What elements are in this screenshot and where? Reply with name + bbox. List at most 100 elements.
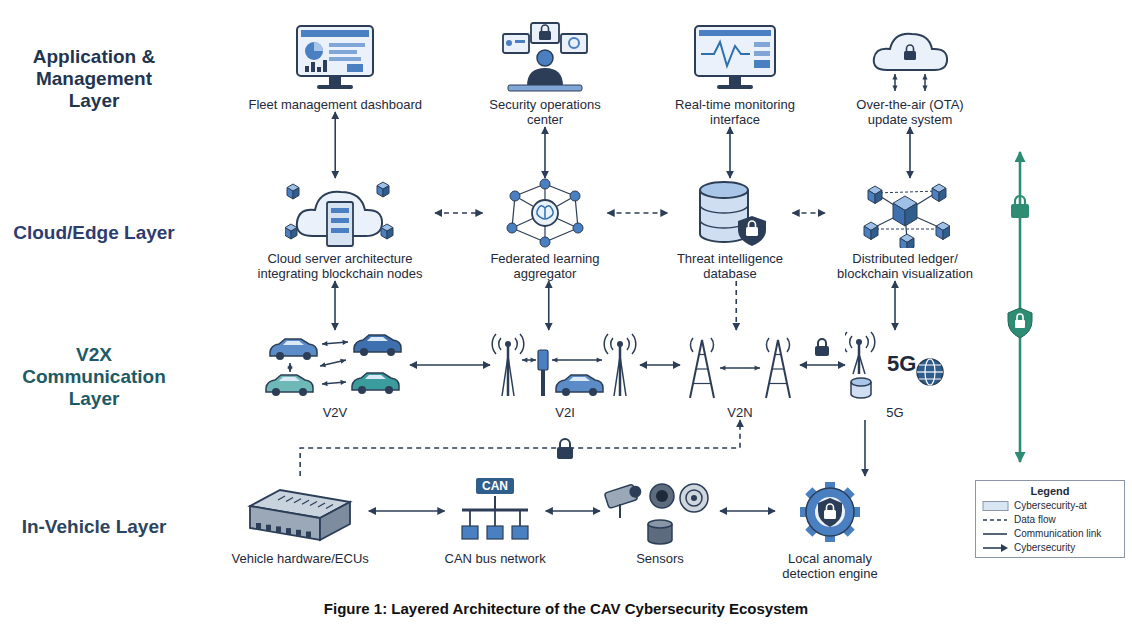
layer-plane bbox=[0, 462, 1132, 592]
anomaly-icon bbox=[790, 476, 870, 548]
legend-sample bbox=[982, 529, 1009, 539]
communication-link bbox=[864, 420, 866, 476]
component-node: Security operations center bbox=[470, 22, 620, 127]
communication-link bbox=[410, 364, 490, 366]
icon-label: 5G bbox=[887, 352, 916, 376]
node-label: Threat intelligence database bbox=[668, 251, 793, 281]
layer-band: V2X Communication LayerV2V V2I V2N 5G 5G bbox=[0, 312, 1132, 442]
communication-link bbox=[909, 127, 911, 178]
ledger-icon bbox=[860, 178, 950, 248]
node-label: Vehicle hardware/ECUs bbox=[232, 551, 369, 566]
db-icon bbox=[690, 178, 770, 248]
node-label: V2N bbox=[727, 405, 752, 420]
communication-link bbox=[894, 281, 896, 330]
node-label: 5G bbox=[886, 405, 903, 420]
legend-sample bbox=[982, 543, 1009, 553]
figure-caption: Figure 1: Layered Architecture of the CA… bbox=[0, 600, 1132, 617]
layer-band: Cloud/Edge LayerCloud server architectur… bbox=[0, 168, 1132, 298]
legend-box: LegendCybersecurity-atData flowCommunica… bbox=[975, 480, 1125, 558]
communication-link bbox=[548, 281, 550, 330]
lock-icon bbox=[557, 439, 573, 459]
legend-label: Data flow bbox=[1014, 514, 1056, 525]
communication-link bbox=[334, 281, 336, 330]
component-node: Vehicle hardware/ECUs bbox=[232, 476, 369, 566]
node-label: Security operations center bbox=[470, 97, 620, 127]
component-node: Over-the-air (OTA) update system bbox=[843, 22, 978, 127]
security-link bbox=[1019, 152, 1022, 462]
data-flow-link bbox=[793, 212, 826, 214]
component-node: Threat intelligence database bbox=[668, 178, 793, 281]
sensors-icon bbox=[600, 476, 720, 548]
node-label: Over-the-air (OTA) update system bbox=[843, 97, 978, 127]
legend-title: Legend bbox=[982, 485, 1118, 497]
node-label: Federated learning aggregator bbox=[483, 251, 608, 281]
component-node: Sensors bbox=[600, 476, 720, 566]
data-flow-link bbox=[735, 281, 737, 330]
legend-swatch bbox=[982, 501, 1009, 511]
layer-plane bbox=[0, 5, 1132, 152]
communication-link bbox=[640, 364, 680, 366]
fed-icon bbox=[500, 178, 590, 248]
communication-link bbox=[369, 510, 445, 512]
lock-icon bbox=[1011, 196, 1029, 218]
node-label: V2V bbox=[323, 405, 348, 420]
layer-title: Cloud/Edge Layer bbox=[8, 222, 180, 244]
communication-link bbox=[544, 127, 546, 178]
node-label: Cloud server architecture integrating bl… bbox=[245, 251, 435, 281]
layer-band: In-Vehicle LayerVehicle hardware/ECUs CAN… bbox=[0, 462, 1132, 592]
communication-link bbox=[546, 510, 600, 512]
component-node: Cloud server architecture integrating bl… bbox=[245, 178, 435, 281]
legend-label: Communication link bbox=[1014, 528, 1101, 539]
lock-icon bbox=[815, 339, 829, 356]
legend-row: Cybersecurity-at bbox=[982, 500, 1118, 511]
communication-link bbox=[729, 127, 731, 178]
node-label: Sensors bbox=[636, 551, 684, 566]
v2i-icon bbox=[490, 330, 640, 402]
legend-row: Data flow bbox=[982, 514, 1118, 525]
fleet-icon bbox=[285, 22, 385, 94]
component-node: Distributed ledger/ blockchain visualiza… bbox=[825, 178, 985, 281]
layer-title: In-Vehicle Layer bbox=[8, 516, 180, 538]
component-node: V2V bbox=[260, 330, 410, 420]
ota-icon bbox=[865, 22, 955, 94]
communication-link bbox=[334, 112, 336, 178]
component-node: Local anomaly detection engine bbox=[775, 476, 885, 581]
component-node: 5G 5G bbox=[845, 330, 945, 420]
layer-plane bbox=[0, 312, 1132, 442]
layer-title: Application & Management Layer bbox=[8, 46, 180, 112]
component-node: Real-time monitoring interface bbox=[665, 22, 805, 127]
node-label: CAN bus network bbox=[445, 551, 546, 566]
data-flow-link bbox=[608, 212, 668, 214]
legend-sample bbox=[982, 515, 1009, 525]
data-flow-link bbox=[435, 212, 483, 214]
legend-row: Communication link bbox=[982, 528, 1118, 539]
cloud-icon bbox=[285, 178, 395, 248]
node-label: V2I bbox=[555, 405, 575, 420]
data-flow-link bbox=[300, 420, 740, 476]
v2v-icon bbox=[260, 330, 410, 402]
component-node: Federated learning aggregator bbox=[483, 178, 608, 281]
node-label: Local anomaly detection engine bbox=[775, 551, 885, 581]
soc-icon bbox=[500, 22, 590, 94]
node-label: Fleet management dashboard bbox=[249, 97, 422, 112]
rt-icon bbox=[690, 22, 780, 94]
component-node: V2I bbox=[490, 330, 640, 420]
layer-title: V2X Communication Layer bbox=[8, 344, 180, 410]
component-node: Fleet management dashboard bbox=[249, 22, 422, 112]
icon-label: CAN bbox=[476, 478, 514, 494]
node-label: Distributed ledger/ blockchain visualiza… bbox=[825, 251, 985, 281]
component-node: V2N bbox=[680, 330, 800, 420]
v2n-icon bbox=[680, 330, 800, 402]
communication-link bbox=[800, 364, 845, 366]
ecu-icon bbox=[240, 476, 360, 548]
legend-label: Cybersecurity-at bbox=[1014, 500, 1087, 511]
node-label: Real-time monitoring interface bbox=[665, 97, 805, 127]
legend-row: Cybersecurity bbox=[982, 542, 1118, 553]
component-node: CAN bus network CAN bbox=[445, 476, 546, 566]
layer-band: Application & Management LayerFleet mana… bbox=[0, 5, 1132, 152]
communication-link bbox=[720, 510, 775, 512]
shield-icon bbox=[1008, 308, 1032, 338]
legend-label: Cybersecurity bbox=[1014, 542, 1075, 553]
